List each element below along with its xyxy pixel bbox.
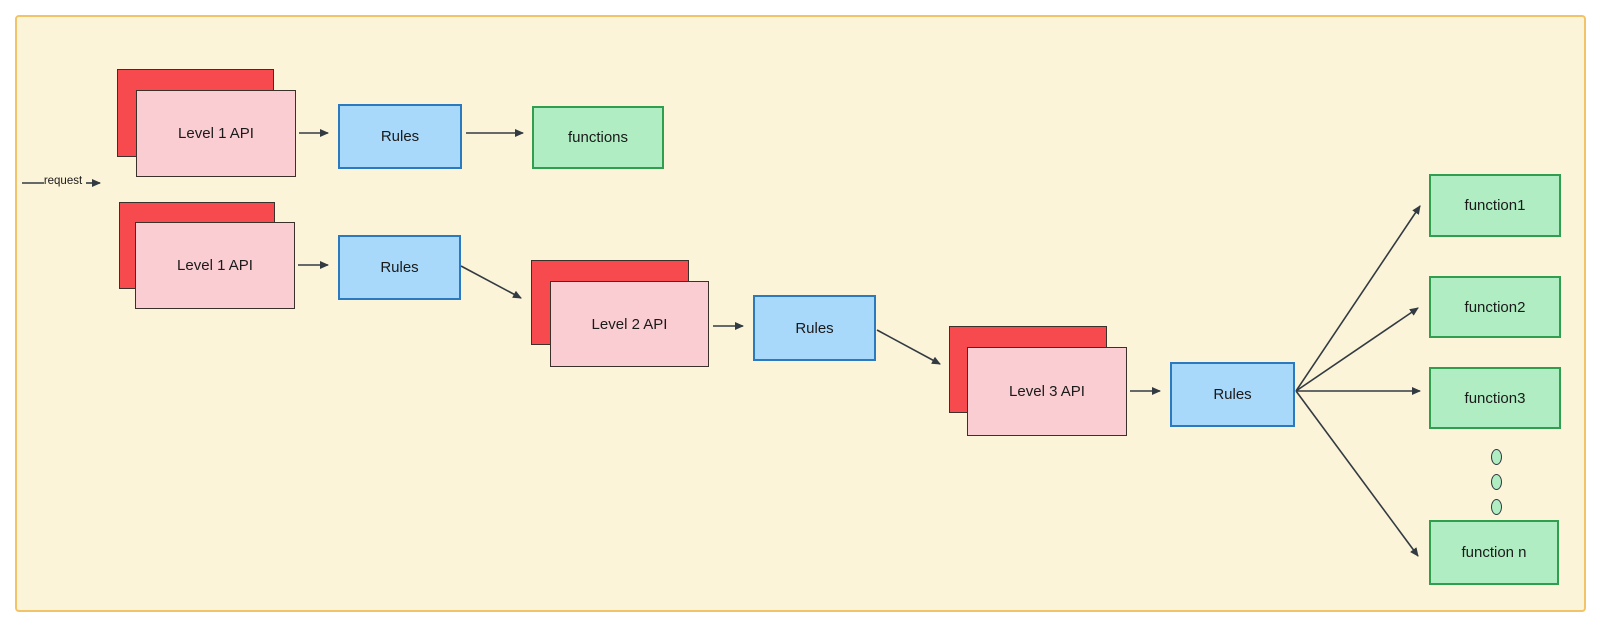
level1-api-b-card: Level 1 API: [135, 222, 295, 309]
level3-api-card: Level 3 API: [967, 347, 1127, 436]
function3-node: function3: [1429, 367, 1561, 429]
function1-node: function1: [1429, 174, 1561, 237]
function-n-node: function n: [1429, 520, 1559, 585]
rules-4-node: Rules: [1170, 362, 1295, 427]
level2-api-card: Level 2 API: [550, 281, 709, 367]
ellipsis-dots: [1491, 449, 1503, 515]
rules-4-label: Rules: [1213, 386, 1252, 403]
level2-api-label: Level 2 API: [591, 315, 668, 333]
level2-api-node: Level 2 API: [531, 260, 709, 367]
level1-api-b-node: Level 1 API: [119, 202, 295, 309]
function2-node: function2: [1429, 276, 1561, 338]
level3-api-node: Level 3 API: [949, 326, 1127, 436]
ellipsis-dot: [1491, 474, 1502, 490]
request-label: request: [43, 175, 83, 187]
function3-label: function3: [1464, 389, 1526, 407]
rules-3-node: Rules: [753, 295, 876, 361]
rules-2-label: Rules: [380, 259, 419, 276]
function-n-label: function n: [1461, 544, 1527, 561]
ellipsis-dot: [1491, 499, 1502, 515]
functions-node: functions: [532, 106, 664, 169]
rules-2-node: Rules: [338, 235, 461, 300]
rules-3-label: Rules: [795, 319, 834, 337]
function2-label: function2: [1464, 298, 1526, 316]
ellipsis-dot: [1491, 449, 1502, 465]
level1-api-a-card: Level 1 API: [136, 90, 296, 177]
level3-api-label: Level 3 API: [1009, 383, 1085, 400]
level1-api-a-label: Level 1 API: [178, 125, 254, 142]
level1-api-b-label: Level 1 API: [177, 257, 253, 274]
rules-1-label: Rules: [380, 128, 420, 145]
level1-api-a-node: Level 1 API: [117, 69, 296, 177]
function1-label: function1: [1464, 197, 1526, 214]
functions-label: functions: [567, 129, 629, 146]
rules-1-node: Rules: [338, 104, 462, 169]
